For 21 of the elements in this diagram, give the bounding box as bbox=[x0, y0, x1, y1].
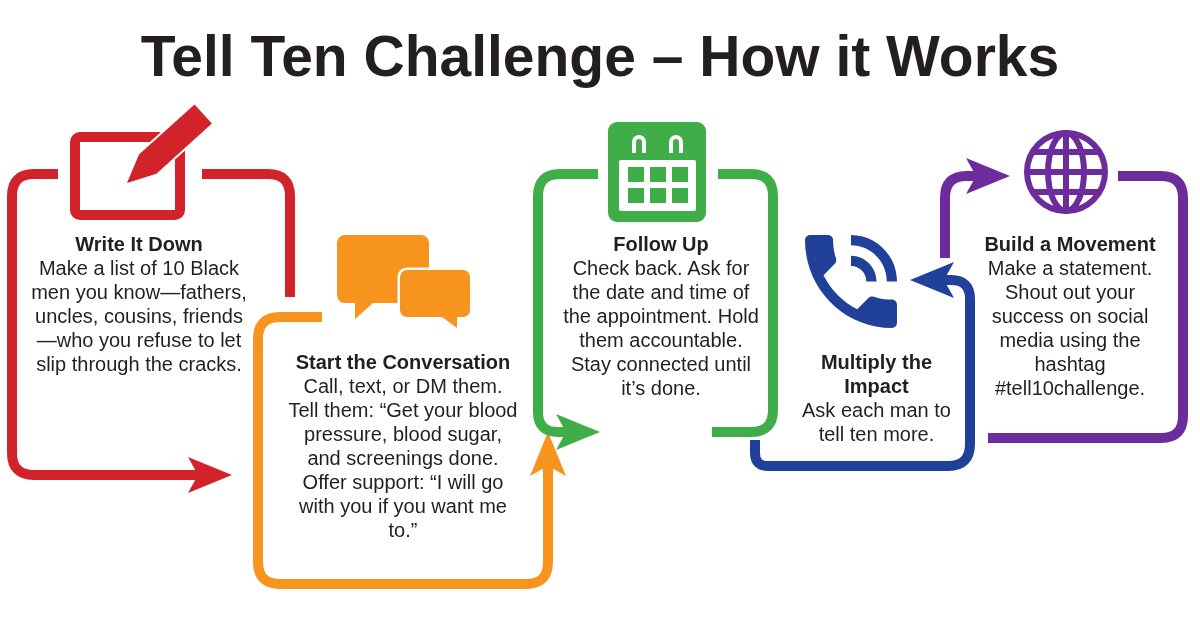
connector-line bbox=[988, 171, 1188, 443]
connector-arrow bbox=[533, 169, 600, 450]
connector-arrow bbox=[253, 312, 566, 589]
step-description: Check back. Ask for the date and time of the appointment. Hold them accountable. Stay connected until it’s done. bbox=[562, 256, 760, 400]
phone-icon bbox=[805, 235, 897, 328]
step-description: Ask each man to tell ten more. bbox=[801, 398, 952, 446]
connector-arrow bbox=[940, 158, 1010, 258]
calendar-icon bbox=[608, 122, 706, 222]
globe-icon bbox=[1022, 130, 1110, 214]
connector-arrow bbox=[750, 262, 975, 471]
step-heading: Multiply the Impact bbox=[819, 350, 934, 398]
connector-line bbox=[712, 169, 778, 437]
step-heading: Write It Down bbox=[75, 232, 203, 256]
title: Tell Ten Challenge – How it Works bbox=[140, 24, 1060, 88]
step-description: Make a list of 10 Black men you know—fathers, uncles, cousins, friends—who you refuse to let slip through the cracks. bbox=[30, 256, 248, 376]
step-description: Make a statement. Shout out your success on social media using the hashtag #tell10challenge. bbox=[986, 256, 1154, 400]
step-heading: Build a Movement bbox=[984, 232, 1156, 256]
step-heading: Follow Up bbox=[613, 232, 709, 256]
step-heading: Start the Conversation bbox=[295, 350, 511, 374]
connector-line bbox=[202, 169, 295, 297]
step-description: Call, text, or DM them. Tell them: “Get your blood pressure, blood sugar, and screenings done. Offer support: “I will go with you if you want me to.” bbox=[287, 374, 519, 542]
